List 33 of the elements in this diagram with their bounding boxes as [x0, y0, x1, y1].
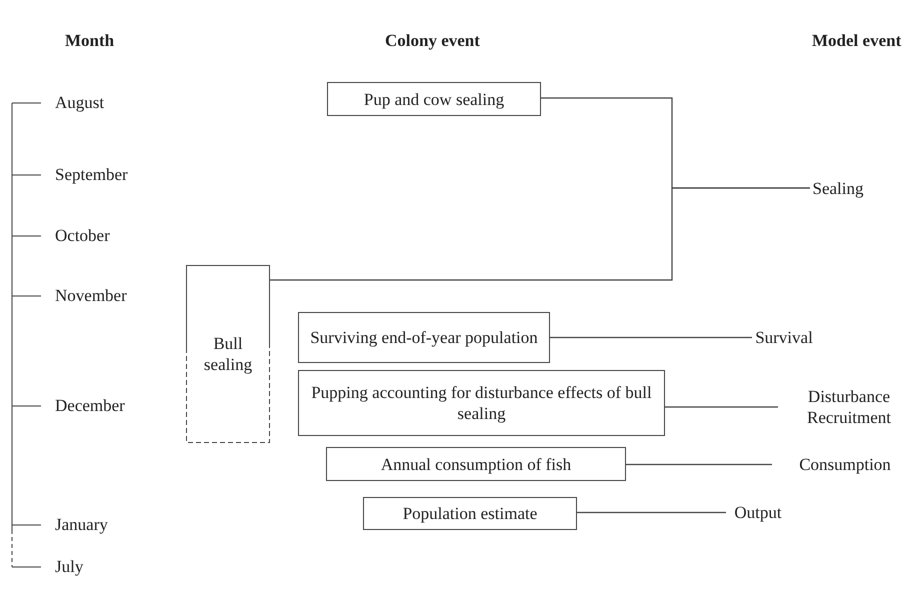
event-box [298, 312, 550, 363]
column-heading: Colony event [385, 30, 480, 51]
month-label: January [55, 514, 108, 535]
event-box [363, 497, 577, 530]
month-label: December [55, 395, 125, 416]
month-label: August [55, 92, 104, 113]
event-label: Surviving end-of-year population [310, 327, 538, 348]
connector-line [626, 464, 772, 466]
column-heading: Model event [812, 30, 902, 51]
event-label: Population estimate [402, 503, 538, 524]
event-box [186, 265, 270, 443]
model-event-label: Survival [755, 327, 813, 348]
month-label: September [55, 164, 128, 185]
model-event-label: Sealing [812, 178, 864, 199]
month-label: November [55, 285, 127, 306]
connector-line [270, 187, 810, 281]
event-box [298, 370, 665, 436]
month-label: July [55, 556, 84, 577]
event-label: Pupping accounting for disturbance effects of bull sealing [310, 382, 653, 424]
model-event-label: Disturbance [808, 386, 890, 407]
model-event-label: Output [734, 502, 782, 523]
model-event-label: Consumption [799, 454, 891, 475]
connector-line [577, 512, 726, 514]
connector-line [550, 336, 752, 338]
model-event-label: Recruitment [806, 407, 892, 428]
event-label: Annual consumption of fish [380, 454, 572, 474]
event-label: Pup and cow sealing [364, 88, 504, 110]
event-label: Bull sealing [202, 333, 254, 375]
connector-line [665, 406, 778, 408]
month-label: October [55, 225, 110, 246]
column-heading: Month [65, 30, 114, 51]
event-box [326, 447, 626, 481]
event-box [327, 82, 541, 116]
